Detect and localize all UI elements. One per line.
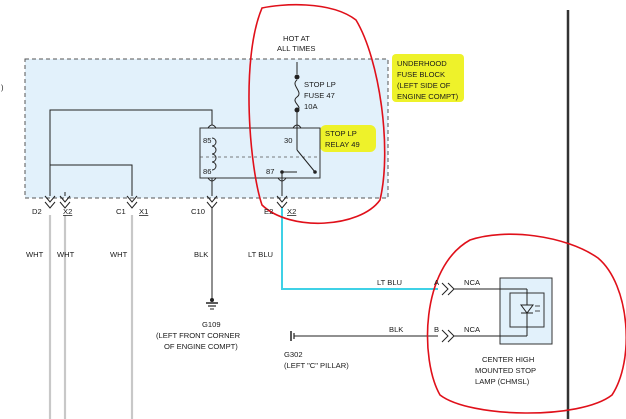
- g109-label: G109: [202, 320, 221, 329]
- fuse-block-wiring: [49, 62, 298, 192]
- fuse-block-label-4: ENGINE COMPT): [397, 92, 459, 101]
- connector-c1: C1: [116, 207, 126, 216]
- wire-label-wht-1: WHT: [26, 250, 44, 259]
- connector-symbols: [44, 192, 288, 209]
- fuse-block-label-3: (LEFT SIDE OF: [397, 81, 451, 90]
- left-edge-mark: ): [1, 83, 4, 92]
- markup-circle-fuse: [248, 3, 386, 224]
- lamp-nca-1: NCA: [464, 278, 481, 287]
- lamp-label-1: CENTER HIGH: [482, 355, 534, 364]
- wire-label-blk-2: BLK: [389, 325, 403, 334]
- all-times-label: ALL TIMES: [277, 44, 315, 53]
- wire-stubs: [48, 215, 134, 419]
- lamp-pin-a: A: [434, 278, 440, 287]
- fuse-label-2: FUSE 47: [304, 91, 335, 100]
- g302-location: (LEFT "C" PILLAR): [284, 361, 349, 370]
- wire-label-lt-blu-2: LT BLU: [377, 278, 402, 287]
- wire-label-blk-1: BLK: [194, 250, 208, 259]
- g302-label: G302: [284, 350, 303, 359]
- connector-x2-left: X2: [63, 207, 72, 216]
- connector-e2: E2: [264, 207, 273, 216]
- markup-circle-lamp: [426, 233, 626, 414]
- connector-c10: C10: [191, 207, 205, 216]
- lamp-pin-b: B: [434, 325, 439, 334]
- pin-terminals: [207, 124, 302, 182]
- relay-label-highlight: [320, 125, 376, 152]
- relay-label-1: STOP LP: [325, 129, 357, 138]
- connector-d2: D2: [32, 207, 42, 216]
- relay-pin-87: 87: [266, 167, 274, 176]
- lamp-label-3: LAMP (CHMSL): [475, 377, 530, 386]
- relay-symbol: [199, 125, 321, 179]
- fuse-label-1: STOP LP: [304, 80, 336, 89]
- g109-ground-wire: [206, 208, 218, 310]
- chmsl-lamp: [499, 277, 553, 345]
- fuse-symbol: [294, 74, 300, 113]
- g109-location-1: (LEFT FRONT CORNER: [156, 331, 241, 340]
- fuse-label-3: 10A: [304, 102, 318, 111]
- wire-label-lt-blu-1: LT BLU: [248, 250, 273, 259]
- fuse-block-highlight: [392, 54, 464, 102]
- lamp-nca-2: NCA: [464, 325, 481, 334]
- hot-at-label: HOT AT: [283, 34, 310, 43]
- lamp-label-2: MOUNTED STOP: [475, 366, 536, 375]
- wire-label-wht-2: WHT: [57, 250, 75, 259]
- g302-ground-wire: [290, 331, 438, 341]
- lt-blu-wire: [281, 208, 438, 290]
- wire-label-wht-3: WHT: [110, 250, 128, 259]
- relay-pin-85: 85: [203, 136, 211, 145]
- relay-pin-30: 30: [284, 136, 292, 145]
- fuse-block-label-1: UNDERHOOD: [397, 59, 447, 68]
- lamp-connector: [441, 282, 500, 343]
- connector-x2-right: X2: [287, 207, 296, 216]
- g109-location-2: OF ENGINE COMPT): [164, 342, 238, 351]
- relay-pin-86: 86: [203, 167, 211, 176]
- fuse-block-label-2: FUSE BLOCK: [397, 70, 445, 79]
- relay-label-2: RELAY 49: [325, 140, 360, 149]
- connector-x1: X1: [139, 207, 148, 216]
